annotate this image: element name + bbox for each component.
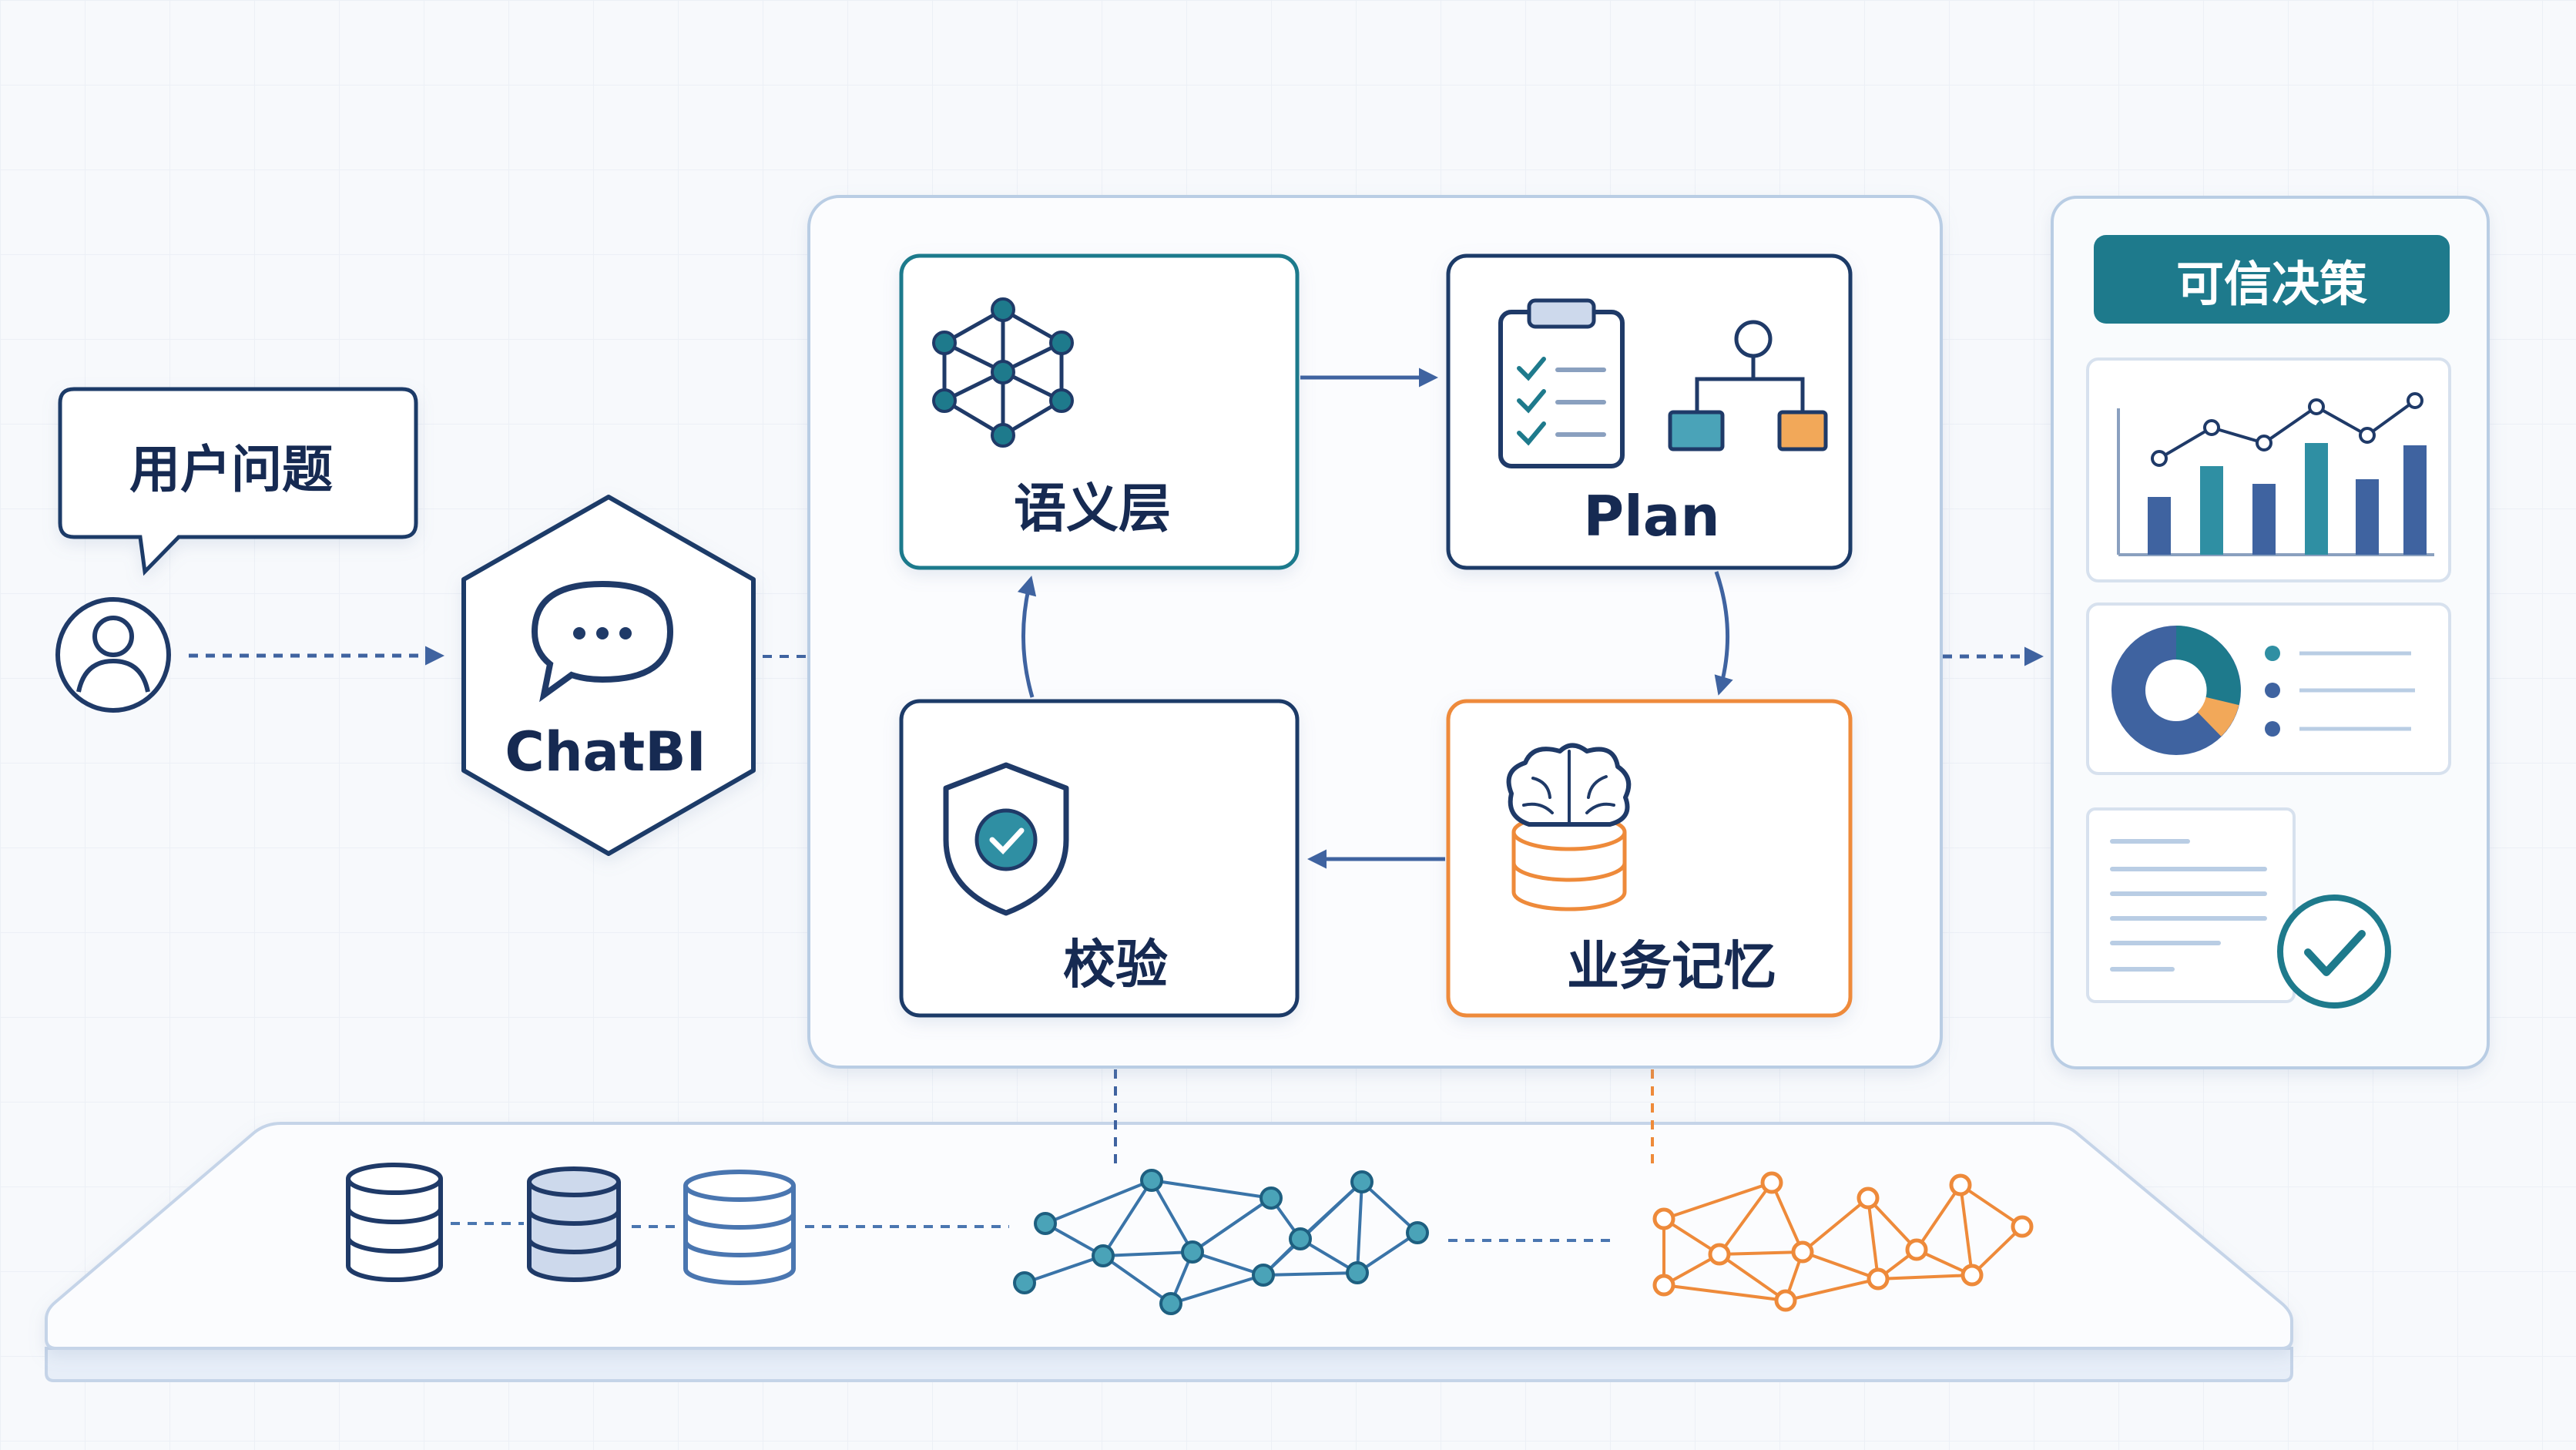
knowledge-graph-nodes xyxy=(1652,1171,2034,1312)
bar-line-chart-icon xyxy=(2117,392,2434,556)
validation-to-semantic-arrow xyxy=(1017,576,1037,698)
semantic-layer-label: 语义层 xyxy=(1013,478,1172,540)
chatbi-label: ChatBI xyxy=(505,720,706,784)
knowledge-graph-nodes xyxy=(1013,1169,1429,1315)
brain-database-icon xyxy=(1506,743,1632,911)
report-check-icon xyxy=(2086,807,2391,1009)
clipboard-checklist-icon xyxy=(1498,298,1625,468)
platform-connectors xyxy=(451,1222,1618,1242)
plan-label: Plan xyxy=(1583,484,1720,549)
validation-label: 校验 xyxy=(1062,935,1169,996)
database-icon xyxy=(527,1166,621,1282)
user-question-label: 用户问题 xyxy=(129,440,333,499)
user-icon xyxy=(55,597,171,713)
plan-to-memory-arrow xyxy=(1714,571,1733,696)
legend-list xyxy=(2265,646,2415,737)
graph-nodes xyxy=(932,297,1074,448)
chat-dots xyxy=(573,627,632,639)
database-icon xyxy=(346,1163,443,1282)
shield-check-icon xyxy=(943,762,1069,916)
business-memory-label: 业务记忆 xyxy=(1566,936,1777,998)
semantic-layer-card xyxy=(899,253,1300,570)
user-question-bubble xyxy=(58,387,418,576)
org-chart-icon xyxy=(1668,320,1828,451)
trusted-decision-label: 可信决策 xyxy=(2175,256,2368,312)
trusted-decision-header xyxy=(2094,235,2450,324)
donut-chart-icon xyxy=(2111,626,2241,755)
database-icon xyxy=(683,1170,796,1285)
